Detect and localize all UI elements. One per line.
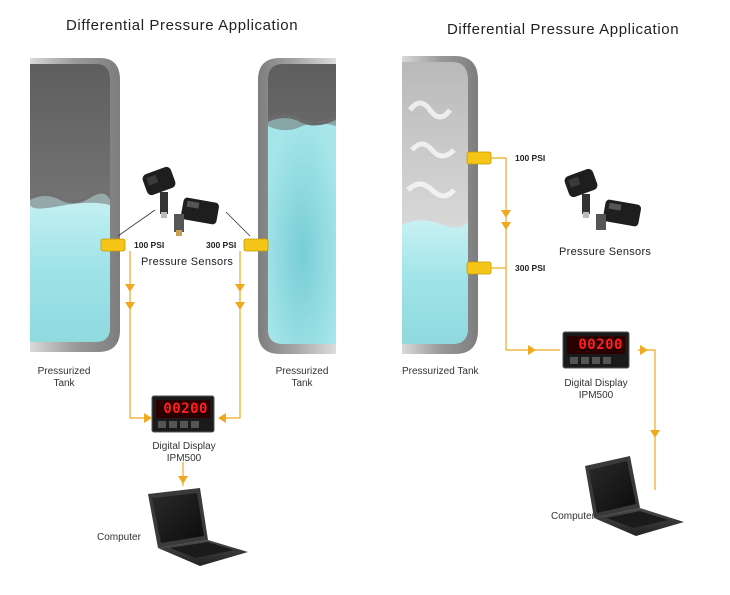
display-readout-left: 00200 <box>163 401 208 417</box>
sensor-right-psi: 300 PSI <box>206 240 237 250</box>
display-label-left: Digital Display IPM500 <box>152 441 216 464</box>
digital-display-right <box>562 331 630 369</box>
sensor-connector-top <box>466 151 492 165</box>
diagram-title-left: Differential Pressure Application <box>66 17 299 34</box>
pressure-sensors-icon <box>142 166 220 236</box>
tank-left-label: Pressurized Tank <box>37 366 91 389</box>
sensor-bottom-psi: 300 PSI <box>515 263 546 273</box>
computer-label-left: Computer <box>97 532 141 543</box>
tank-left <box>30 58 120 352</box>
sensor-connector-right <box>243 238 269 252</box>
display-readout-right: 00200 <box>578 337 623 353</box>
tank-right-label: Pressurized Tank <box>275 366 329 389</box>
diagram-title-right: Differential Pressure Application <box>447 21 680 38</box>
display-label-right: Digital Display IPM500 <box>564 378 628 401</box>
tank-right <box>258 58 336 354</box>
sensor-left-psi: 100 PSI <box>134 240 165 250</box>
pressure-sensors-icon-right <box>564 168 642 230</box>
digital-display-left <box>151 395 215 433</box>
sensor-top-psi: 100 PSI <box>515 153 546 163</box>
sensor-connector-bottom <box>466 261 492 275</box>
tank-single-label: Pressurized Tank <box>402 366 479 377</box>
computer-label-right: Computer <box>551 511 595 522</box>
laptop-icon-left <box>148 488 248 566</box>
flow-arrows-left <box>125 284 245 484</box>
sensors-label-right: Pressure Sensors <box>559 246 652 258</box>
flow-arrows-right <box>501 210 660 438</box>
sensor-connector-left <box>100 238 126 252</box>
tank-single <box>402 56 478 354</box>
laptop-icon-right <box>585 456 684 536</box>
sensors-label-left: Pressure Sensors <box>141 256 234 268</box>
